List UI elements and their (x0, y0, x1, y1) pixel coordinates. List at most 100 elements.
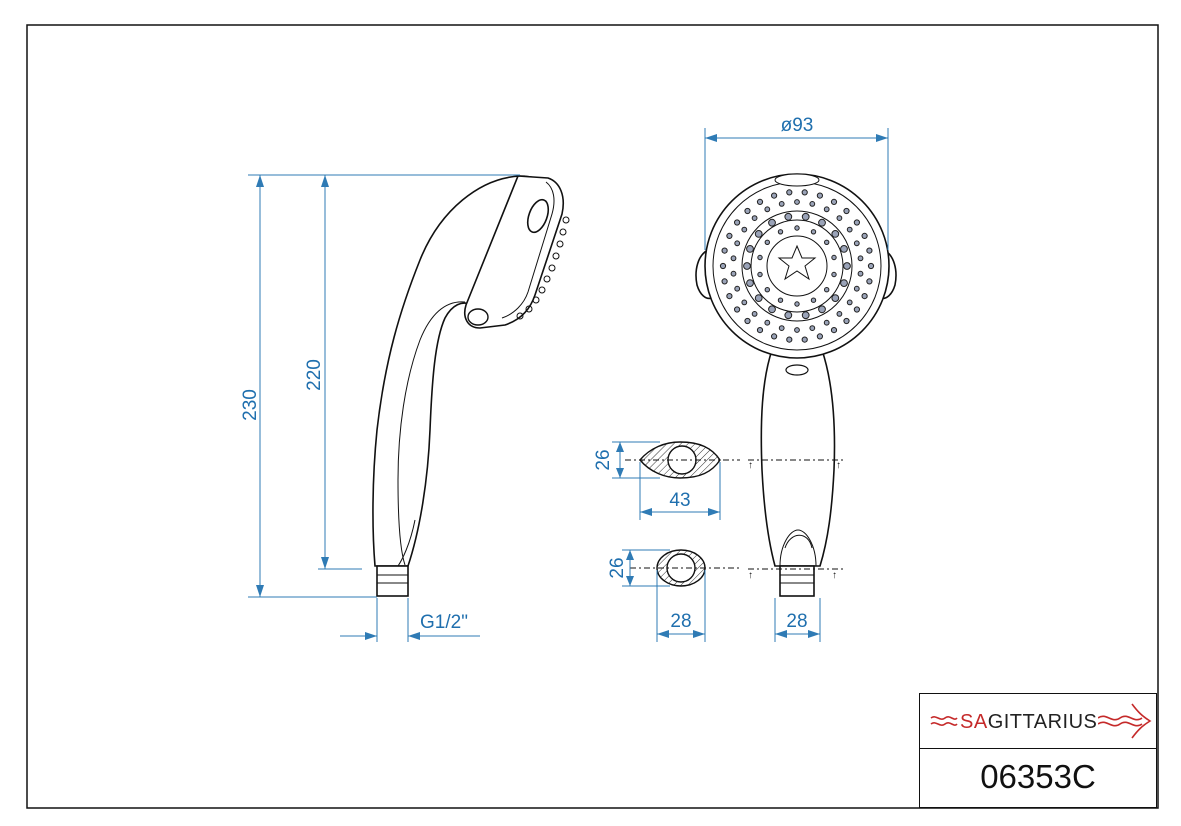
nozzle (816, 192, 824, 199)
nozzle (794, 199, 800, 205)
nozzle (777, 297, 784, 303)
nozzle (853, 285, 860, 292)
nozzle (734, 285, 741, 292)
nozzle (778, 325, 785, 332)
nozzle (794, 327, 800, 333)
nozzle (846, 299, 853, 306)
nozzle (857, 255, 864, 262)
nozzle (861, 232, 868, 239)
nozzle (818, 218, 826, 227)
nozzle (824, 287, 830, 293)
nozzle (741, 226, 748, 233)
drawing-frame (26, 24, 1159, 809)
nozzle (746, 279, 754, 288)
dimension-section-b-height (622, 549, 670, 587)
nozzle (843, 317, 850, 325)
nozzle (836, 215, 843, 222)
nozzle (867, 262, 875, 270)
nozzle (754, 294, 763, 303)
nozzle (734, 219, 741, 226)
nozzle (734, 240, 741, 247)
svg-text:↑: ↑ (748, 460, 753, 471)
nozzle (768, 218, 776, 227)
nozzle (764, 206, 771, 213)
nozzle (764, 287, 770, 293)
nozzle (784, 212, 793, 221)
nozzle (831, 254, 837, 261)
dimension-head-diameter (704, 128, 889, 250)
nozzle (743, 262, 751, 270)
dimension-section-a-width (639, 462, 721, 520)
title-block: SAGITTARIUS 06353C (919, 693, 1157, 808)
body-length-label: 220 (304, 359, 325, 391)
brand-arrow-icon (1098, 703, 1152, 739)
nozzle (831, 230, 840, 238)
dimension-total-length (248, 174, 520, 598)
nozzle (721, 247, 728, 254)
nozzle (726, 293, 733, 300)
product-code: 06353C (980, 758, 1096, 795)
nozzle (818, 305, 826, 314)
brand-name: SAGITTARIUS (960, 711, 1097, 734)
nozzle (823, 206, 830, 213)
nozzle (764, 319, 771, 326)
section-b (630, 549, 740, 587)
front-view (695, 173, 897, 597)
nozzle (861, 293, 868, 300)
nozzle (778, 201, 785, 207)
nozzle (744, 317, 751, 325)
section-b-width-label: 28 (670, 611, 691, 632)
dimension-section-b-width (656, 570, 706, 642)
nozzle (809, 325, 816, 332)
dimension-connector-width (774, 598, 821, 642)
nozzle (810, 297, 817, 303)
nozzle (721, 278, 728, 285)
nozzle (857, 270, 864, 277)
nozzle (768, 305, 776, 314)
dimension-section-a-height (612, 441, 660, 479)
nozzle (853, 240, 860, 247)
nozzle (751, 215, 758, 222)
nozzle (801, 189, 808, 196)
nozzle (801, 212, 810, 221)
nozzle (840, 245, 848, 253)
nozzle (784, 311, 793, 320)
section-a (625, 441, 740, 479)
nozzle (756, 327, 764, 334)
nozzle (726, 232, 733, 239)
nozzle (831, 294, 840, 303)
nozzle (719, 262, 727, 270)
nozzle (786, 189, 793, 196)
nozzle (734, 306, 741, 313)
nozzle (830, 327, 838, 334)
nozzle (816, 333, 824, 340)
nozzle (810, 229, 817, 235)
nozzle (751, 311, 758, 317)
dimension-body-length (318, 175, 362, 570)
nozzle (830, 198, 838, 205)
title-block-divider (920, 748, 1156, 749)
nozzle (843, 207, 850, 215)
nozzle (777, 229, 784, 235)
nozzle (866, 278, 873, 285)
nozzle (853, 219, 861, 226)
brand-prefix: SA (960, 711, 988, 733)
nozzle (809, 201, 816, 207)
nozzle (836, 311, 843, 317)
nozzle (757, 271, 763, 278)
section-a-width-label: 43 (669, 490, 690, 511)
dimension-thread (340, 598, 480, 642)
side-view (372, 175, 570, 597)
nozzle (754, 230, 763, 238)
thread-label: G1/2" (420, 612, 468, 633)
nozzle (840, 279, 848, 288)
front-nozzles (719, 189, 875, 343)
svg-text:↑: ↑ (836, 460, 841, 471)
nozzle (801, 336, 808, 343)
connector-width-label: 28 (786, 611, 807, 632)
brand-rest: GITTARIUS (987, 711, 1098, 733)
nozzle (843, 262, 851, 270)
nozzle (801, 311, 810, 320)
nozzle (730, 255, 737, 262)
